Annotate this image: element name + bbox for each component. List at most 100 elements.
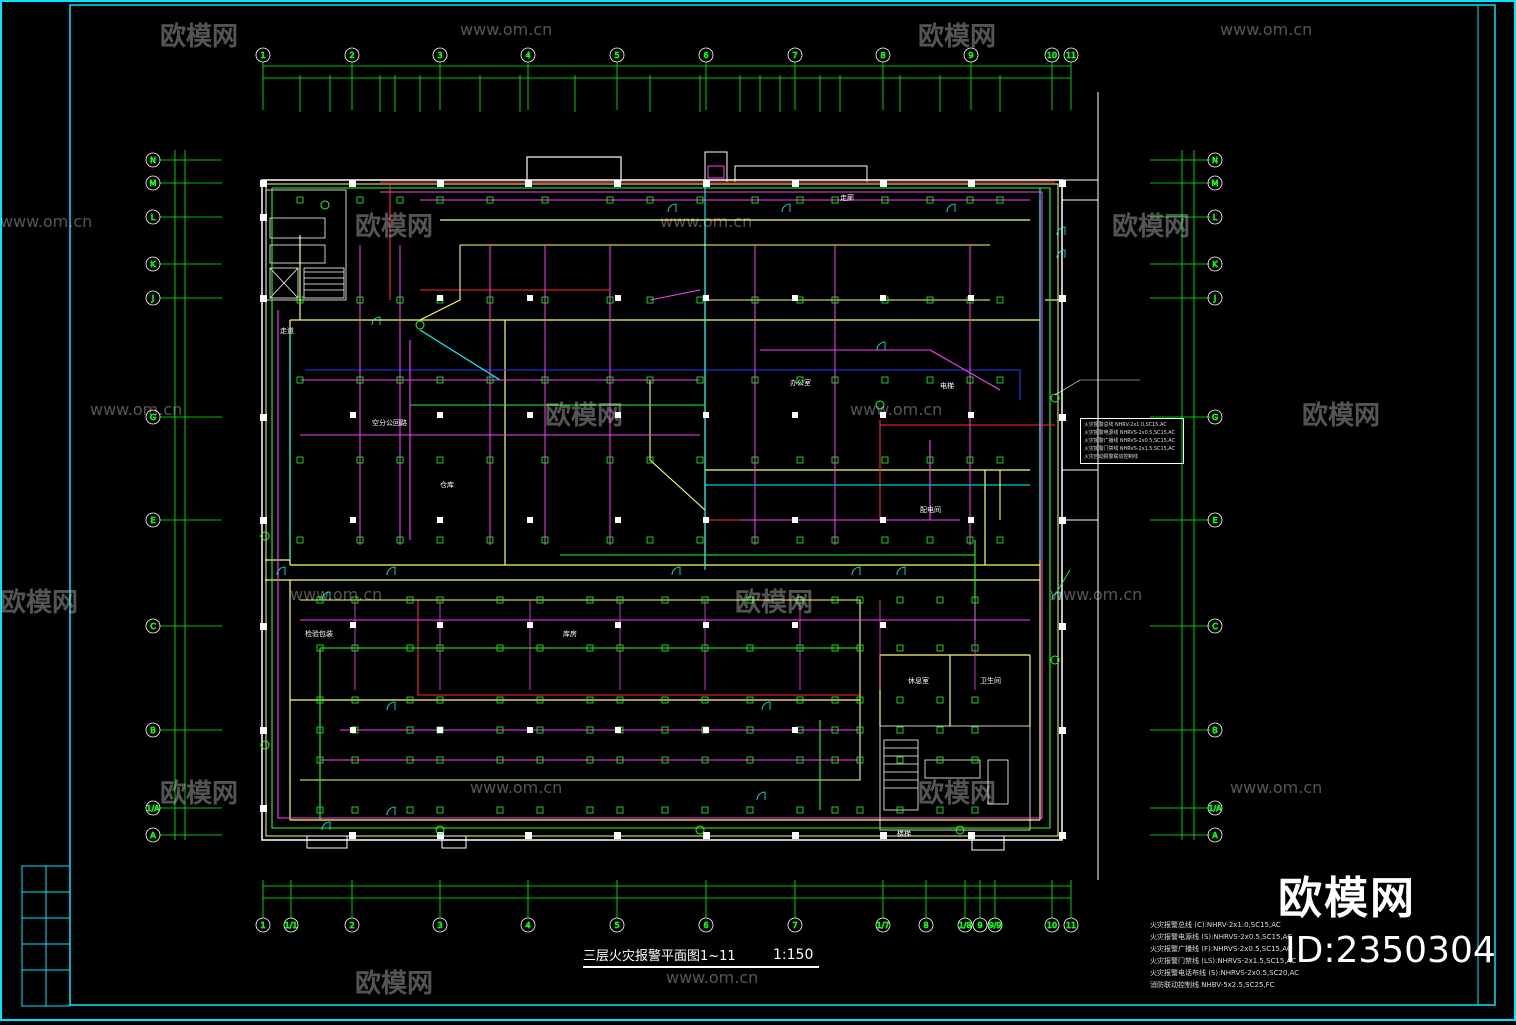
smoke-detector-icon — [751, 456, 759, 464]
alarm-module-icon — [955, 825, 965, 835]
smoke-detector-icon — [541, 456, 549, 464]
grid-bubble — [145, 409, 161, 425]
grid-bubble-label: B — [150, 726, 156, 735]
fixture-marker-icon — [703, 412, 709, 418]
fixture-marker-icon — [792, 622, 798, 628]
smoke-detector-icon — [536, 696, 544, 704]
column-marker-icon — [260, 517, 267, 524]
grid-bubble — [255, 47, 271, 63]
smoke-detector-icon — [586, 696, 594, 704]
room-label: 检验包装 — [305, 630, 333, 638]
smoke-detector-icon — [971, 726, 979, 734]
fixture-marker-icon — [437, 295, 443, 301]
room-label: 休息室 — [908, 677, 929, 685]
smoke-detector-icon — [831, 806, 839, 814]
door-swing-icon — [1051, 591, 1061, 601]
smoke-detector-icon — [856, 596, 864, 604]
grid-bubble — [787, 47, 803, 63]
fixture-marker-icon — [350, 727, 356, 733]
column-marker-icon — [1059, 727, 1066, 734]
grid-bubble — [1207, 722, 1223, 738]
wire-run — [929, 349, 1001, 391]
column-marker-icon — [260, 180, 267, 187]
door-swing-icon — [946, 203, 956, 213]
grid-bubble — [972, 917, 988, 933]
smoke-detector-icon — [696, 196, 704, 204]
smoke-detector-icon — [496, 726, 504, 734]
smoke-detector-icon — [856, 806, 864, 814]
smoke-detector-icon — [351, 756, 359, 764]
smoke-detector-icon — [996, 296, 1004, 304]
smoke-detector-icon — [356, 196, 364, 204]
legend-row: 火灾报警门禁线 NHRVS-2x1.5,SC15,AC — [1084, 445, 1175, 452]
smoke-detector-icon — [541, 196, 549, 204]
smoke-detector-icon — [796, 756, 804, 764]
grid-bubble-label: E — [150, 516, 155, 525]
drawing-scale: 1:150 — [773, 947, 814, 963]
room-label: 电梯 — [940, 382, 954, 390]
smoke-detector-icon — [696, 376, 704, 384]
smoke-detector-icon — [881, 376, 889, 384]
smoke-detector-icon — [586, 596, 594, 604]
grid-bubble-label: 1/8 — [959, 921, 972, 930]
fixture-marker-icon — [350, 412, 356, 418]
smoke-detector-icon — [831, 644, 839, 652]
fixture-marker-icon — [880, 622, 886, 628]
smoke-detector-icon — [356, 296, 364, 304]
smoke-detector-icon — [646, 456, 654, 464]
smoke-detector-icon — [316, 806, 324, 814]
column-marker-icon — [1059, 517, 1066, 524]
door-swing-icon — [781, 203, 791, 213]
smoke-detector-icon — [796, 806, 804, 814]
smoke-detector-icon — [966, 196, 974, 204]
grid-bubble-label: 8 — [880, 51, 885, 60]
smoke-detector-icon — [396, 456, 404, 464]
room-label: 卫生间 — [980, 677, 1001, 685]
grid-bubble — [609, 47, 625, 63]
smoke-detector-icon — [406, 726, 414, 734]
drawing-frame — [69, 4, 1496, 1006]
wire-run — [649, 380, 706, 511]
wire-run — [704, 420, 881, 565]
fixture-marker-icon — [615, 295, 621, 301]
door-swing-icon — [386, 701, 396, 711]
smoke-detector-icon — [996, 456, 1004, 464]
fixture-marker-icon — [880, 517, 886, 523]
smoke-detector-icon — [586, 806, 594, 814]
smoke-detector-icon — [661, 806, 669, 814]
column-marker-icon — [792, 832, 799, 839]
grid-bubble-label: 11 — [1066, 921, 1076, 930]
grid-bubble — [344, 917, 360, 933]
stair-core-bottom-right — [879, 725, 1031, 831]
column-marker-icon — [260, 805, 267, 812]
watermark-url: www.om.cn — [470, 778, 563, 797]
smoke-detector-icon — [746, 726, 754, 734]
smoke-detector-icon — [926, 536, 934, 544]
door-swing-icon — [1056, 226, 1066, 236]
smoke-detector-icon — [396, 536, 404, 544]
grid-bubble — [957, 917, 973, 933]
grid-bubble-label: 10 — [1047, 921, 1057, 930]
wire-run — [271, 187, 1051, 829]
smoke-detector-icon — [936, 806, 944, 814]
watermark-url: www.om.cn — [850, 400, 943, 419]
smoke-detector-icon — [351, 806, 359, 814]
smoke-detector-icon — [316, 726, 324, 734]
smoke-detector-icon — [536, 726, 544, 734]
smoke-detector-icon — [316, 644, 324, 652]
smoke-detector-icon — [296, 196, 304, 204]
grid-bubble — [145, 512, 161, 528]
grid-bubble — [1207, 827, 1223, 843]
grid-bubble — [1207, 800, 1223, 816]
smoke-detector-icon — [486, 376, 494, 384]
grid-bubble — [145, 152, 161, 168]
smoke-detector-icon — [406, 644, 414, 652]
smoke-detector-icon — [646, 376, 654, 384]
column-marker-icon — [880, 832, 887, 839]
legend-row: 火灾报警门禁线 (LS):NHRVS-2x1.5,SC15,AC — [1150, 957, 1297, 965]
legend-row: 火灾报警电源线 NHRVS-2x0.5,SC15,AC — [1084, 429, 1175, 436]
column-marker-icon — [1059, 832, 1066, 839]
smoke-detector-icon — [396, 376, 404, 384]
grid-bubble — [787, 917, 803, 933]
